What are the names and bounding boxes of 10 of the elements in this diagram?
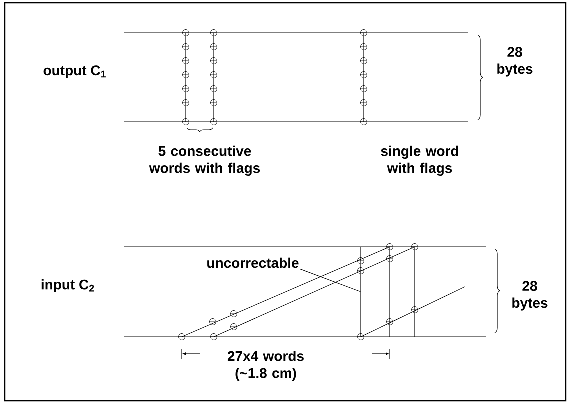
leader-line bbox=[300, 269, 361, 292]
callout-text: uncorrectable bbox=[208, 258, 299, 268]
label: 28 bytes bbox=[498, 47, 533, 77]
label: 27x4 words (~1.8 cm) bbox=[228, 350, 304, 381]
vertical-line bbox=[360, 246, 362, 338]
label: 5 consecutive words with flags bbox=[149, 146, 260, 176]
label: single word with flags bbox=[381, 146, 458, 176]
label: input C$_{2}$ bbox=[42, 279, 94, 293]
label: 28 bytes bbox=[512, 281, 548, 311]
label: output C$_{1}$ bbox=[44, 66, 106, 78]
